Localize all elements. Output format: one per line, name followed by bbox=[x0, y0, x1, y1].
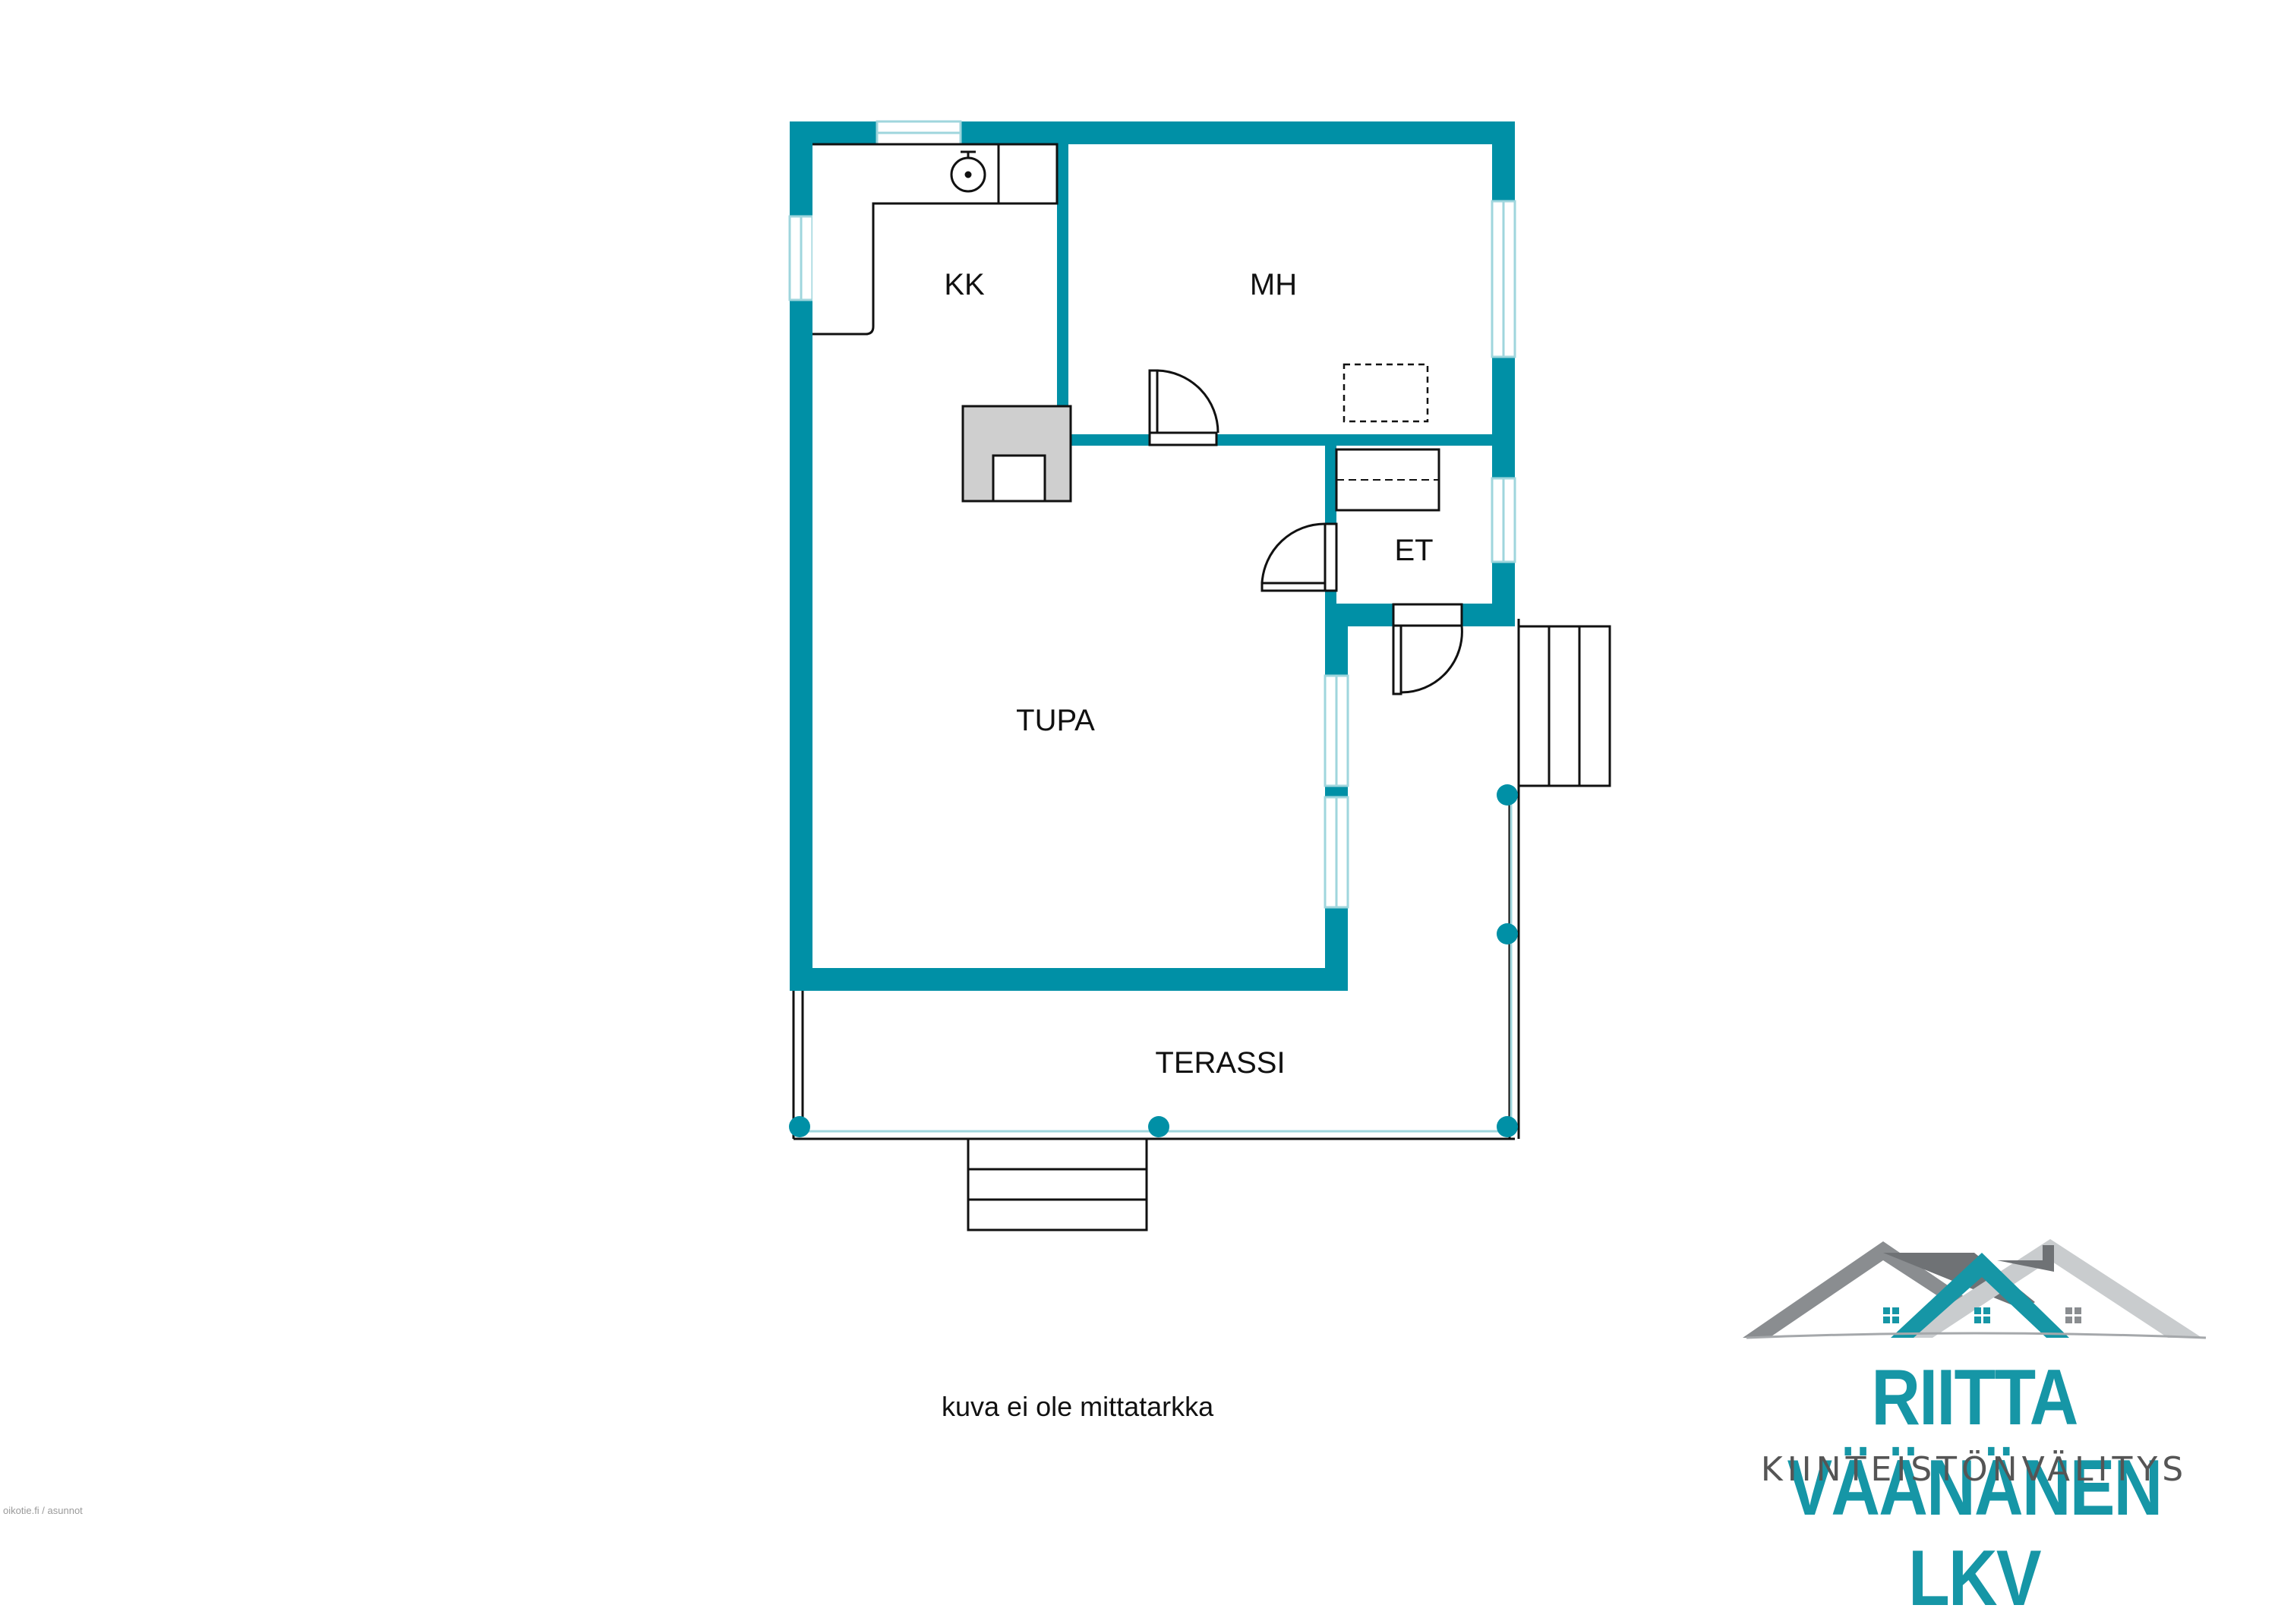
fireplace-icon bbox=[961, 405, 1072, 503]
side-steps bbox=[1517, 625, 1611, 787]
room-label-terassi: TERASSI bbox=[1155, 1046, 1285, 1080]
terrace-posts bbox=[789, 784, 1518, 1137]
room-label-et: ET bbox=[1394, 534, 1433, 567]
logo-subtitle: KIINTEISTÖNVÄLITYS bbox=[1760, 1450, 2188, 1489]
doors bbox=[1148, 369, 1463, 695]
scale-disclaimer: kuva ei ole mittatarkka bbox=[942, 1391, 1214, 1422]
floor-plan: KK MH ET TUPA TERASSI bbox=[788, 120, 2207, 1339]
terrace-railing bbox=[801, 797, 1513, 1133]
windows bbox=[788, 120, 1516, 909]
source-credit: oikotie.fi / asunnot bbox=[3, 1505, 83, 1516]
front-steps bbox=[967, 1137, 1148, 1231]
kitchen-counter bbox=[812, 143, 1059, 336]
house-roofs-icon bbox=[1743, 1239, 2207, 1339]
sink-icon bbox=[950, 150, 986, 193]
room-label-tupa: TUPA bbox=[1016, 704, 1095, 737]
et-cabinet bbox=[1335, 448, 1440, 512]
mh-dashed-fixture bbox=[1343, 363, 1429, 423]
room-label-mh: MH bbox=[1250, 268, 1297, 301]
room-label-kk: KK bbox=[944, 268, 985, 301]
